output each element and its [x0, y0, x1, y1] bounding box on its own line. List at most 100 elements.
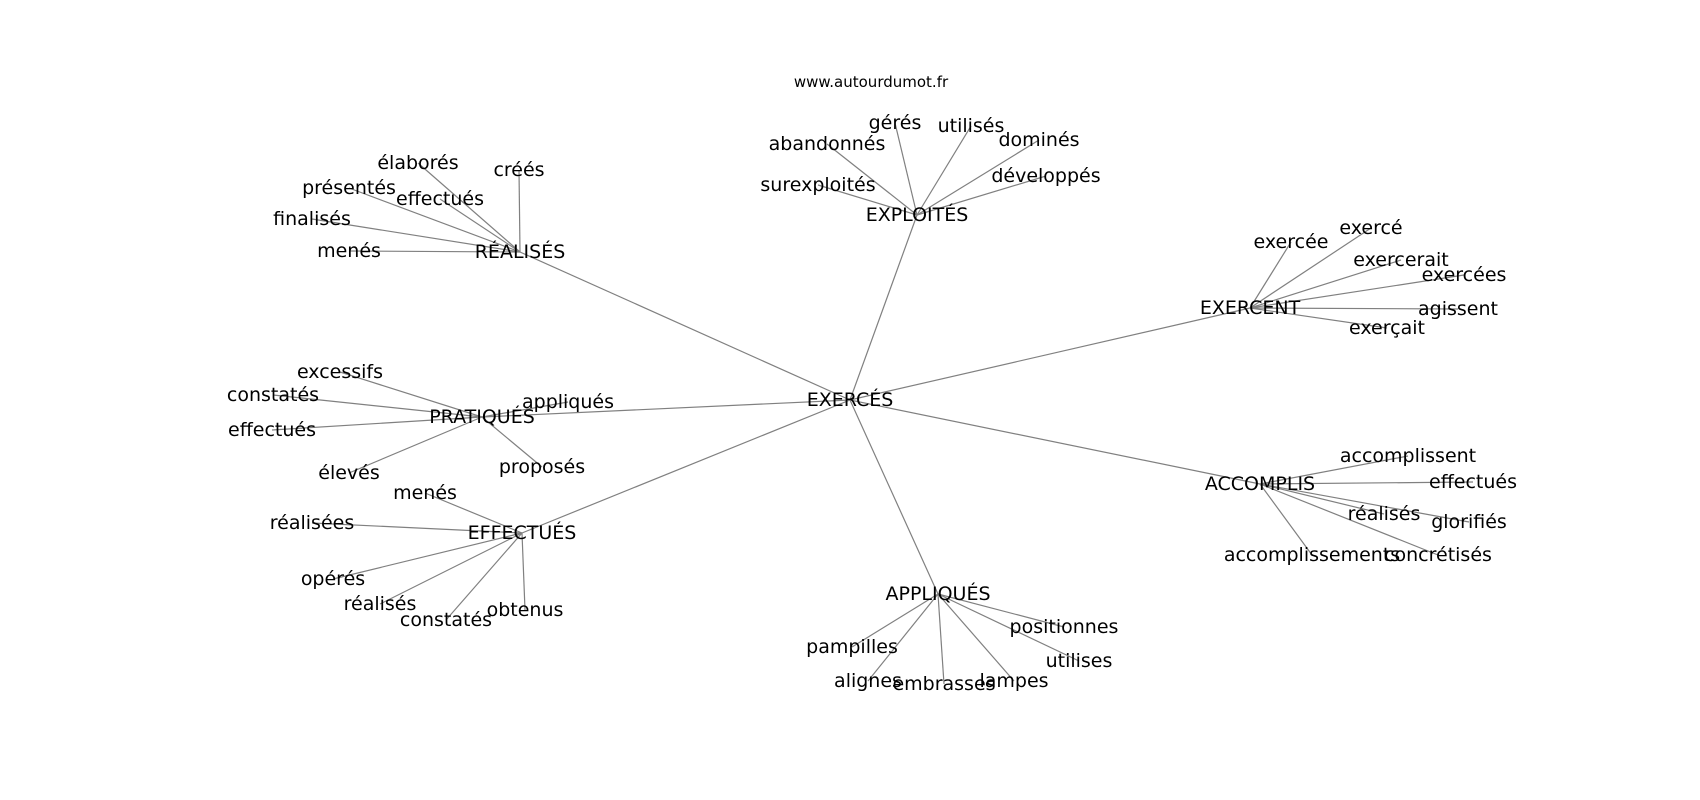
leaf-word: développés — [991, 165, 1100, 187]
hub-word: RÉALISÉS — [475, 240, 566, 263]
leaf-word: concrétisés — [1384, 544, 1492, 566]
leaf-word: exercerait — [1353, 249, 1448, 271]
edge-hub-word — [311, 218, 521, 253]
edge-center-hub — [521, 399, 851, 534]
edge-hub-word — [339, 371, 483, 418]
edge-hub-word — [481, 401, 569, 418]
leaf-word: embrasses — [892, 673, 995, 695]
edge-hub-word — [1249, 227, 1372, 309]
leaf-word: finalisés — [273, 208, 351, 230]
leaf-word: alignes — [834, 670, 902, 692]
leaf-word: accomplissements — [1224, 544, 1400, 566]
edge-hub-word — [521, 532, 526, 611]
leaf-word: exercée — [1254, 231, 1329, 253]
edge-hub-word — [1249, 241, 1292, 309]
leaf-word: obtenus — [487, 599, 564, 621]
leaf-word: glorifiés — [1431, 511, 1507, 533]
leaf-word: accomplissent — [1340, 445, 1476, 467]
leaf-word: créés — [493, 159, 544, 181]
edge-hub-word — [1249, 259, 1402, 309]
site-url: www.autourdumot.fr — [794, 73, 949, 91]
edge-hub-word — [851, 593, 939, 648]
edge-hub-word — [311, 522, 523, 534]
hub-word: EXPLOITÉS — [866, 203, 969, 226]
edge-center-hub — [849, 399, 1261, 485]
leaf-word: abandonnés — [769, 133, 886, 155]
edge-hub-word — [1249, 274, 1465, 309]
leaf-word: excessifs — [297, 361, 383, 383]
edge-hub-word — [937, 593, 1015, 682]
leaf-word: menés — [317, 240, 381, 262]
edge-hub-word — [424, 492, 523, 534]
hub-word: ACCOMPLIS — [1205, 473, 1315, 495]
edges — [271, 122, 1474, 685]
edge-hub-word — [817, 184, 918, 216]
edge-center-hub — [519, 251, 851, 401]
leaf-word: effectués — [396, 188, 484, 210]
leaf-word: élevés — [318, 462, 380, 484]
edge-hub-word — [937, 593, 945, 685]
edge-hub-word — [439, 198, 521, 253]
leaf-word: effectués — [1429, 471, 1517, 493]
edge-hub-word — [481, 416, 543, 468]
edge-hub-word — [1259, 481, 1474, 485]
hub-word: APPLIQUÉS — [885, 582, 990, 605]
leaf-word: réalisés — [1348, 503, 1421, 525]
leaf-word: exercé — [1339, 217, 1402, 239]
edge-hub-word — [379, 532, 523, 605]
leaf-word: utilisés — [938, 115, 1005, 137]
leaf-word: exerçait — [1349, 317, 1425, 339]
edge-hub-word — [348, 187, 521, 253]
edge-hub-word — [332, 532, 523, 580]
edge-hub-word — [916, 175, 1047, 216]
edge-hub-word — [894, 122, 918, 216]
edge-hub-word — [518, 169, 521, 253]
edge-hub-word — [916, 125, 972, 216]
leaf-word: proposés — [499, 456, 585, 478]
leaf-word: agissent — [1418, 298, 1498, 320]
edge-hub-word — [1259, 483, 1313, 556]
hub-word: PRATIQUÉS — [429, 405, 535, 428]
leaf-word: exercées — [1422, 264, 1507, 286]
leaf-word: réalisées — [270, 512, 354, 534]
leaf-word: effectués — [228, 419, 316, 441]
edge-hub-word — [1259, 455, 1409, 485]
center-word: EXERCÉS — [807, 388, 894, 411]
leaf-word: lampes — [979, 670, 1048, 692]
edge-hub-word — [1249, 307, 1388, 329]
edge-hub-word — [1259, 483, 1470, 523]
edge-hub-word — [348, 250, 521, 253]
edge-hub-word — [1259, 483, 1439, 556]
leaf-word: réalisés — [344, 593, 417, 615]
leaf-word: pampilles — [806, 636, 898, 658]
edge-hub-word — [272, 394, 483, 418]
edge-hub-word — [445, 532, 523, 621]
leaf-word: appliqués — [522, 391, 614, 413]
edge-hub-word — [348, 416, 483, 474]
edge-hub-word — [937, 593, 1080, 662]
hub-word: EFFECTUÉS — [468, 521, 577, 544]
edge-hub-word — [826, 143, 918, 216]
leaf-word: utilises — [1046, 650, 1113, 672]
edge-center-hub — [849, 307, 1251, 401]
leaf-word: constatés — [227, 384, 319, 406]
leaf-word: constatés — [400, 609, 492, 631]
edge-hub-word — [417, 162, 521, 253]
edge-center-hub — [849, 214, 918, 401]
leaf-word: opérés — [301, 568, 365, 590]
edge-hub-word — [916, 139, 1040, 216]
leaf-word: dominés — [998, 129, 1079, 151]
leaf-word: présentés — [302, 177, 396, 199]
leaf-word: élaborés — [377, 152, 458, 174]
leaf-word: positionnes — [1010, 616, 1119, 638]
edge-hub-word — [271, 416, 483, 431]
edge-center-hub — [481, 399, 851, 418]
hub-word: EXERCENT — [1200, 297, 1301, 319]
edge-hub-word — [1249, 307, 1459, 310]
edge-hub-word — [937, 593, 1065, 628]
leaf-word: surexploités — [760, 174, 875, 196]
edge-hub-word — [1259, 483, 1385, 515]
edge-hub-word — [867, 593, 939, 682]
